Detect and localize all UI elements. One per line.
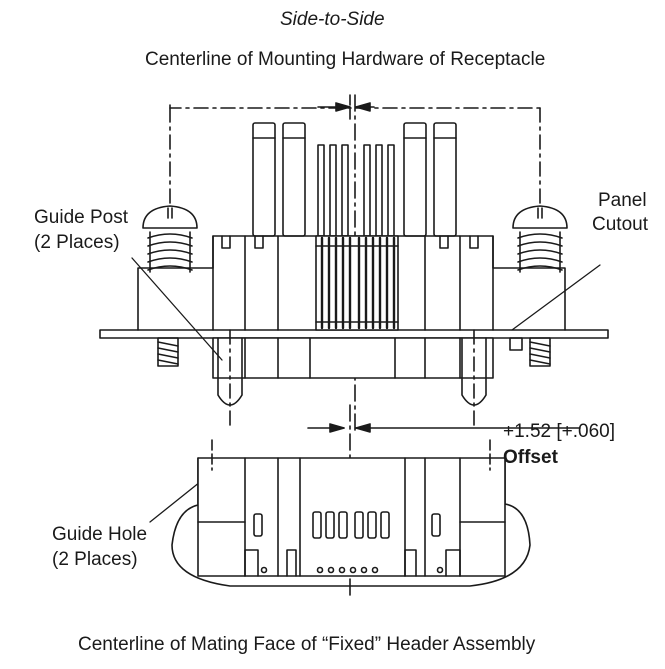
guide-hole-label: Guide Hole — [52, 524, 148, 545]
guide-post-label: Guide Post — [34, 207, 128, 228]
contact-columns — [252, 122, 457, 331]
mating-centerline-label: Centerline of Mating Face of “Fixed” Hea… — [78, 634, 536, 655]
offset-value-label: +1.52 [+.060] — [503, 421, 615, 442]
guide-posts — [217, 329, 523, 431]
guide-hole-count: (2 Places) — [52, 549, 138, 570]
diagram-title: Side-to-Side — [280, 9, 385, 30]
panel-cutout-label-2: Cutout — [592, 214, 648, 235]
guide-post-count: (2 Places) — [34, 232, 120, 253]
panel-plate — [99, 329, 609, 339]
header-assembly — [171, 439, 531, 587]
left-mounting-screw — [142, 205, 198, 367]
right-mounting-screw — [512, 205, 568, 367]
mounting-centerline-label: Centerline of Mounting Hardware of Recep… — [145, 49, 546, 70]
offset-label: Offset — [503, 447, 558, 468]
panel-cutout-label: Panel — [598, 190, 647, 211]
